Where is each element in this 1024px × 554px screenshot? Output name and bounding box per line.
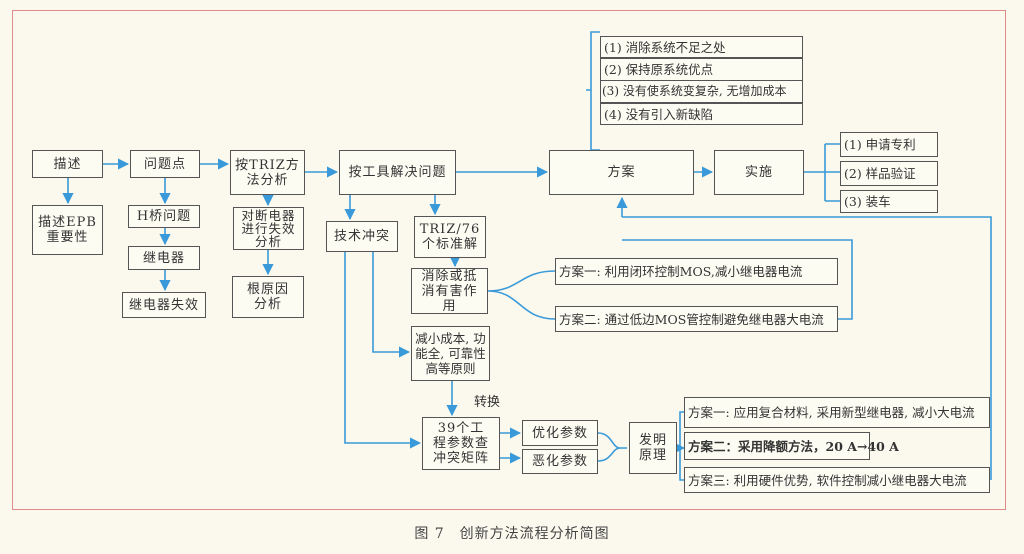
node-problem-point: 问题点: [130, 150, 200, 178]
node-plan: 方案: [549, 150, 694, 195]
node-describe: 描述: [32, 150, 103, 178]
node-triz76: TRIZ/76个标准解: [414, 216, 486, 258]
diagram-frame: [12, 10, 1006, 510]
node-h-bridge: H桥问题: [128, 205, 200, 228]
principle-plan-3: 方案三: 利用硬件优势, 软件控制减小继电器大电流: [684, 467, 990, 493]
arrow: [372, 252, 411, 358]
node-matrix: 39个工程参数查冲突矩阵: [422, 417, 500, 470]
criterion-3: (3) 没有使系统变复杂, 无增加成本: [600, 80, 803, 103]
connector: [586, 31, 600, 151]
criterion-2: (2) 保持原系统优点: [600, 58, 803, 81]
connector: [804, 143, 840, 202]
mos-plan-2: 方案二: 通过低边MOS管控制避免继电器大电流: [555, 306, 838, 332]
node-triz-analysis: 按TRIZ方法分析: [230, 150, 305, 195]
implement-step-1: (1) 申请专利: [840, 132, 938, 157]
convert-label: 转换: [474, 395, 501, 410]
node-root-cause: 根原因分析: [232, 276, 304, 318]
feedback-line: [622, 216, 992, 480]
mos-plan-1: 方案一: 利用闭环控制MOS,减小继电器电流: [555, 258, 838, 285]
node-implement: 实施: [714, 150, 804, 195]
connector: [487, 270, 556, 320]
figure-caption: 图 7 创新方法流程分析简图: [414, 526, 610, 542]
node-reduce-cost: 减小成本, 功能全, 可靠性高等原则: [411, 326, 490, 381]
node-tech-conflict: 技术冲突: [326, 221, 398, 252]
node-worsen-param: 恶化参数: [522, 449, 598, 474]
feedback-line: [622, 239, 853, 320]
node-optimize-param: 优化参数: [522, 420, 598, 446]
node-invention-principle: 发明原理: [629, 422, 677, 474]
arrow: [344, 252, 422, 449]
node-relay-failure: 继电器失效: [122, 292, 206, 318]
criterion-4: (4) 没有引入新缺陷: [600, 103, 803, 125]
implement-step-2: (2) 样品验证: [840, 161, 938, 186]
node-failure-analysis: 对断电器进行失效分析: [233, 207, 304, 250]
implement-step-3: (3) 装车: [840, 190, 938, 213]
principle-plan-1: 方案一: 应用复合材料, 采用新型继电器, 减小大电流: [684, 397, 990, 428]
principle-plan-2: 方案二：采用降额方法，20 A→40 A: [684, 432, 899, 460]
criterion-1: (1) 消除系统不足之处: [600, 36, 803, 58]
connector: [679, 411, 684, 481]
node-tool-solve: 按工具解决问题: [339, 150, 456, 195]
connector: [597, 432, 627, 462]
node-eliminate-harm: 消除或抵消有害作用: [411, 268, 488, 314]
node-describe-epb: 描述EPB重要性: [32, 205, 103, 255]
node-relay: 继电器: [128, 246, 200, 270]
